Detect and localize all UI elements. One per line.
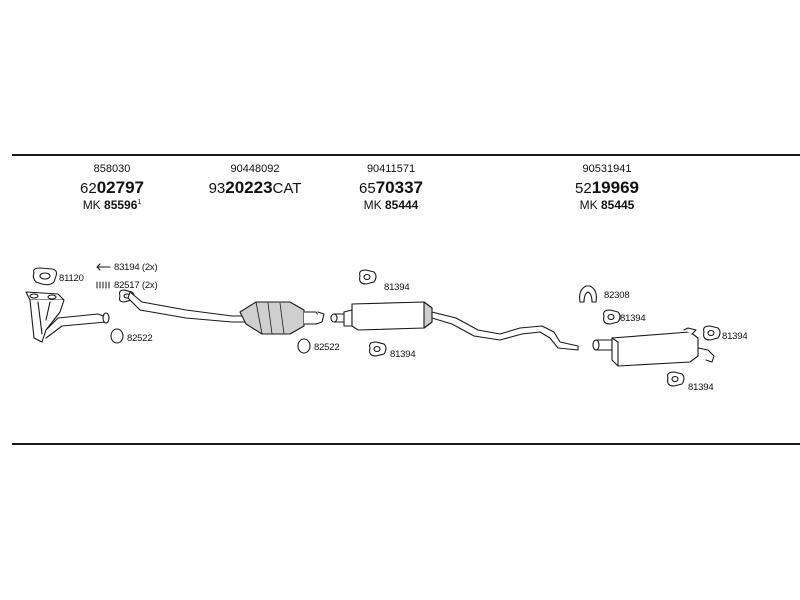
- ring-82522-rear: [297, 338, 311, 354]
- spring-82517: [96, 281, 110, 289]
- mk-footnote: 1: [137, 199, 142, 206]
- gasket-81120: [32, 267, 58, 286]
- part-code-main: 20223: [225, 178, 273, 197]
- label-82308: 82308: [604, 290, 630, 301]
- mid-silencer-body: [351, 301, 433, 331]
- rubber-mount-81394-c: [603, 309, 621, 325]
- oe-reference: 858030: [93, 163, 131, 175]
- part-code-prefix: 52: [575, 180, 592, 197]
- label-81394-a: 81394: [384, 282, 410, 293]
- middle-silencer-drawing: [330, 301, 579, 351]
- part-column-rear-silencer: 90531941 5219969 MK 85445: [562, 163, 652, 212]
- oe-reference: 90411571: [366, 163, 416, 175]
- part-code-suffix: CAT: [272, 180, 302, 197]
- cat-inlet-pipe: [127, 291, 247, 323]
- rear-hanger: [683, 327, 697, 335]
- label-82522-rear: 82522: [314, 342, 340, 353]
- part-code-main: 02797: [96, 178, 144, 197]
- down-pipe-body: [29, 299, 65, 343]
- oe-reference: 90448092: [230, 163, 280, 175]
- part-code-prefix: 65: [359, 180, 376, 197]
- mk-prefix: MK: [363, 198, 385, 212]
- label-81120: 81120: [59, 273, 84, 284]
- mounting-kit: MK 855961: [72, 199, 152, 211]
- ring-82522-front: [110, 328, 124, 344]
- flange-hole: [29, 293, 39, 299]
- mid-silencer-end: [423, 301, 433, 329]
- label-81394-b: 81394: [390, 349, 416, 360]
- label-82517: 82517 (2x): [114, 280, 158, 291]
- pipe-end: [102, 312, 110, 324]
- rubber-mount-81394-b: [369, 341, 387, 357]
- flange-hole: [47, 294, 57, 300]
- label-81394-e: 81394: [688, 382, 714, 393]
- rubber-mount-81394-e: [667, 371, 685, 387]
- cat-outlet-flange: [315, 311, 325, 325]
- oe-reference: 90531941: [582, 163, 632, 175]
- clamp-82308: [579, 285, 597, 303]
- down-pipe-detail: [37, 301, 51, 335]
- mk-number: 85445: [600, 198, 635, 212]
- rear-silencer-body: [611, 331, 699, 367]
- mk-prefix: MK: [82, 198, 105, 212]
- bottom-rule: [12, 443, 800, 445]
- bolt-83194: [96, 263, 111, 271]
- rubber-mount-81394-a: [359, 269, 377, 285]
- rear-tail-pipe: [697, 347, 715, 363]
- part-code-main: 19969: [591, 178, 639, 197]
- mounting-kit: MK 85445: [562, 199, 652, 211]
- pipe-end: [592, 339, 600, 351]
- rear-silencer-drawing: [592, 327, 715, 367]
- part-code: 6202797: [72, 179, 152, 196]
- part-column-middle-silencer: 90411571 6570337 MK 85444: [346, 163, 436, 212]
- mid-inlet-flange: [343, 309, 353, 327]
- part-code-main: 70337: [375, 178, 423, 197]
- label-82522-front: 82522: [127, 333, 153, 344]
- part-column-catalytic-converter: 90448092 9320223CAT: [205, 163, 305, 197]
- part-code: 6570337: [346, 179, 436, 196]
- mk-prefix: MK: [579, 198, 601, 212]
- part-column-front-pipe: 858030 6202797 MK 855961: [72, 163, 152, 212]
- pipe-end: [330, 313, 338, 323]
- part-code: 5219969: [562, 179, 652, 196]
- mid-tail-pipe: [431, 311, 579, 351]
- rubber-mount-81394-d: [703, 325, 721, 341]
- top-rule: [12, 154, 800, 156]
- mounting-kit: MK 85444: [346, 199, 436, 211]
- label-81394-d: 81394: [722, 331, 748, 342]
- label-83194: 83194 (2x): [114, 262, 158, 273]
- catalytic-converter-drawing: [127, 291, 325, 335]
- label-81394-c: 81394: [620, 313, 646, 324]
- part-code-prefix: 62: [80, 180, 97, 197]
- mk-number: 85444: [384, 198, 419, 212]
- part-code: 9320223CAT: [205, 179, 305, 196]
- cat-body: [239, 301, 305, 335]
- rear-silencer-seam: [611, 337, 619, 367]
- mk-number: 85596: [104, 198, 138, 212]
- part-code-prefix: 93: [208, 180, 226, 197]
- front-pipe-drawing: [25, 291, 110, 343]
- cat-shading: [255, 301, 285, 335]
